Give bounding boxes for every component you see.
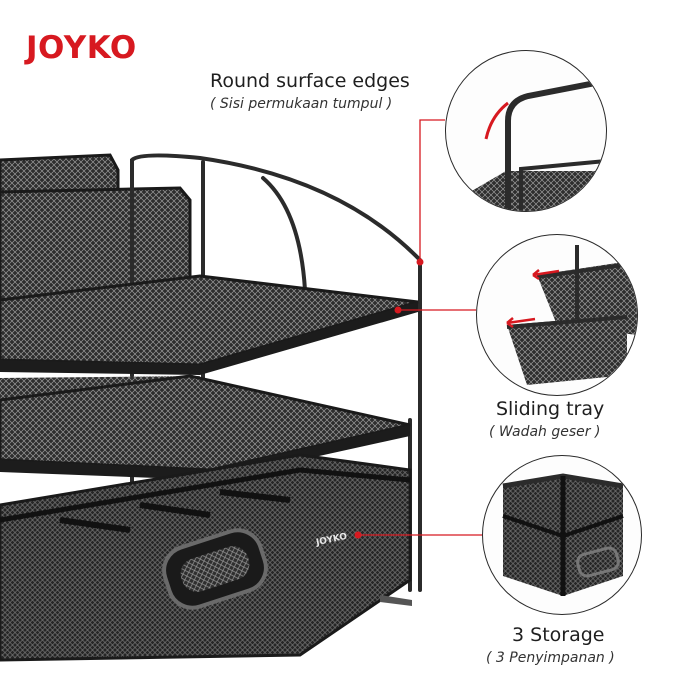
feature-sliding-tray-title: Sliding tray <box>496 398 605 420</box>
round-edge-detail-icon <box>445 50 607 212</box>
back-panels <box>0 153 192 302</box>
sliding-tray-detail-icon <box>476 234 638 396</box>
middle-shelf-tray <box>0 374 411 480</box>
feature-round-edges-subtitle: ( Sisi permukaan tumpul ) <box>210 96 393 112</box>
feature-sliding-tray-subtitle: ( Wadah geser ) <box>489 424 601 440</box>
top-shelf-tray <box>0 274 419 375</box>
storage-detail-icon <box>482 455 642 615</box>
brand-logo: JOYKO <box>26 30 137 66</box>
bottom-drawer <box>0 453 412 662</box>
feature-storage-title: 3 Storage <box>512 624 605 646</box>
callout-dots <box>354 258 424 539</box>
callout-lines <box>358 119 482 536</box>
feature-storage-subtitle: ( 3 Penyimpanan ) <box>486 650 615 666</box>
feature-round-edges-title: Round surface edges <box>210 70 410 92</box>
